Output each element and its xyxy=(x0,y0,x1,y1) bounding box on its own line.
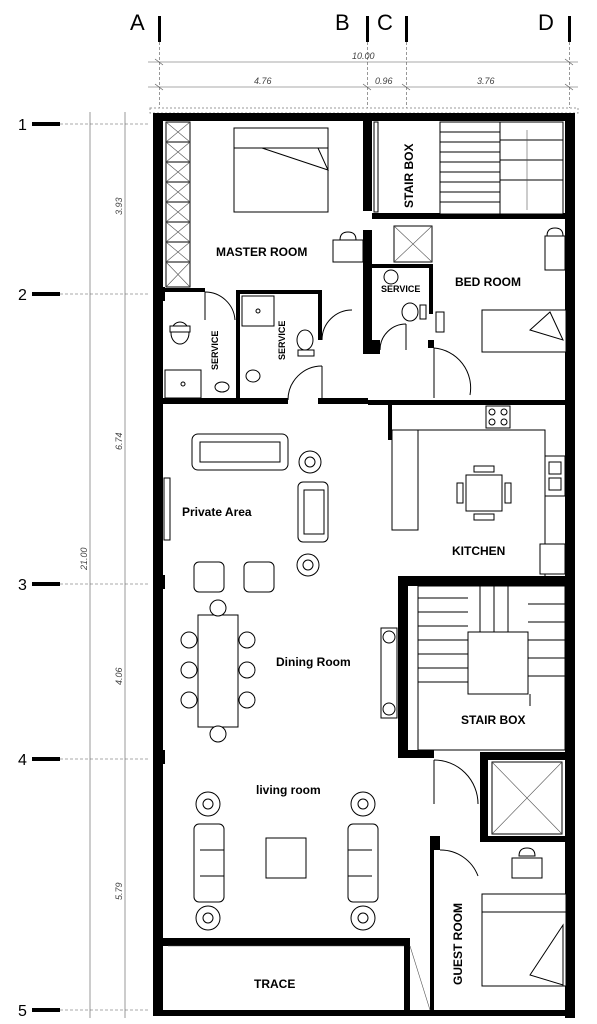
room-guest: GUEST ROOM xyxy=(451,903,465,985)
master-bed xyxy=(233,127,329,213)
left-dimensions: 21.00 3.93 6.74 4.06 5.79 xyxy=(79,112,126,1018)
guest-furniture xyxy=(439,847,567,987)
dim-height-1: 3.93 xyxy=(114,197,124,215)
dim-width-2: 0.96 xyxy=(375,76,393,86)
room-private-area: Private Area xyxy=(182,505,252,519)
room-bed: BED ROOM xyxy=(455,275,521,289)
grid-rows: 1 2 3 4 5 xyxy=(18,117,150,1020)
kitchen-furniture xyxy=(391,405,566,576)
dim-height-2: 6.74 xyxy=(114,432,124,450)
dim-height-4: 5.79 xyxy=(114,882,124,900)
master-desk xyxy=(332,231,364,263)
dim-width-3: 3.76 xyxy=(477,76,495,86)
master-wardrobe xyxy=(165,121,191,288)
room-living: living room xyxy=(256,783,321,797)
private-area-furniture xyxy=(163,433,329,593)
dining-furniture xyxy=(180,599,398,743)
shaft xyxy=(433,759,563,835)
stair-top xyxy=(373,121,564,215)
grid-row-3: 3 xyxy=(18,577,27,594)
room-stair-top: STAIR BOX xyxy=(402,144,416,208)
grid-col-c: C xyxy=(377,10,393,35)
room-stair-middle: STAIR BOX xyxy=(461,713,525,727)
room-kitchen: KITCHEN xyxy=(452,544,505,558)
dim-width-1: 4.76 xyxy=(254,76,272,86)
stair-middle xyxy=(417,585,566,751)
room-service-1: SERVICE xyxy=(210,331,220,370)
bed-room-furniture xyxy=(393,225,567,353)
grid-col-a: A xyxy=(130,10,145,35)
grid-columns: A B C D xyxy=(130,10,571,110)
room-dining: Dining Room xyxy=(276,655,351,669)
room-service-3: SERVICE xyxy=(381,284,420,294)
dim-total-height: 21.00 xyxy=(79,547,89,571)
room-master: MASTER ROOM xyxy=(216,245,307,259)
trace-area xyxy=(168,945,431,1011)
grid-col-b: B xyxy=(335,10,350,35)
grid-col-d: D xyxy=(538,10,554,35)
grid-row-2: 2 xyxy=(18,287,27,304)
dim-height-3: 4.06 xyxy=(114,667,124,685)
room-service-2: SERVICE xyxy=(277,321,287,360)
outer-walls xyxy=(149,107,579,1018)
grid-row-1: 1 xyxy=(18,117,27,134)
dim-total-width: 10.00 xyxy=(352,51,375,61)
service-fixtures xyxy=(164,269,427,399)
grid-row-5: 5 xyxy=(18,1003,27,1020)
room-trace: TRACE xyxy=(254,977,295,991)
doors-top xyxy=(204,291,472,401)
interior-walls xyxy=(153,121,575,1010)
top-dimensions: 10.00 4.76 0.96 3.76 xyxy=(148,51,578,91)
grid-row-4: 4 xyxy=(18,752,27,769)
living-furniture xyxy=(193,791,379,931)
